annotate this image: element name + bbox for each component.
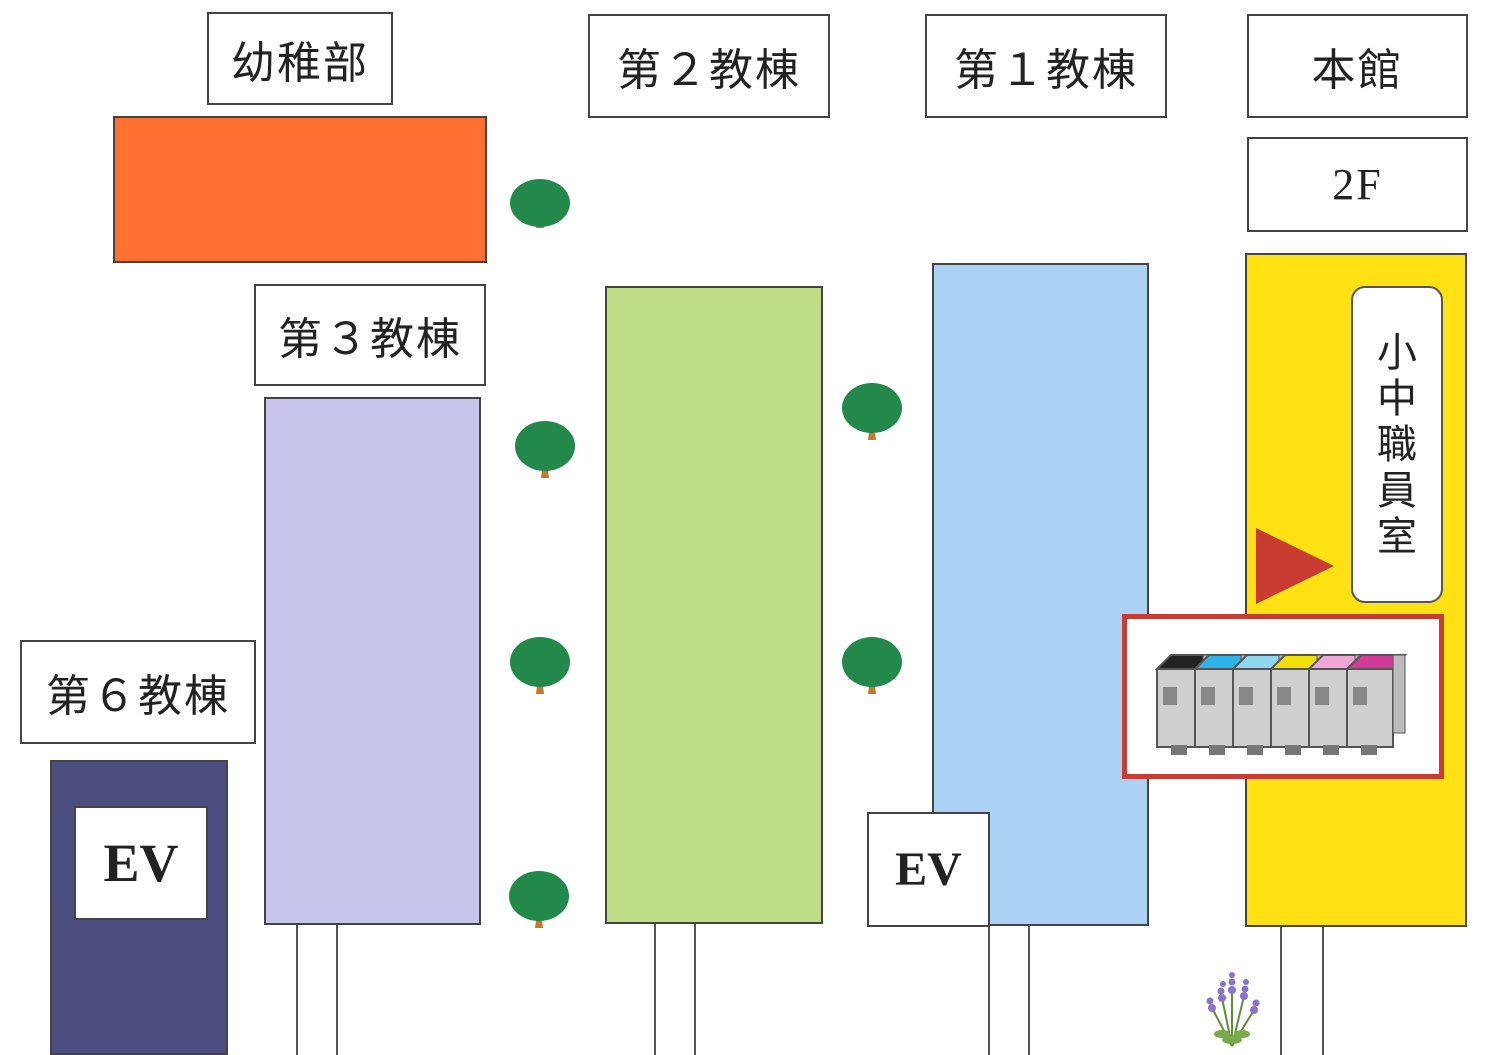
ink-cartridges-icon: [1154, 654, 1408, 755]
corridor-line: [988, 926, 990, 1055]
building3-block: [264, 397, 481, 925]
building1-label-text: 第１教棟: [954, 45, 1138, 96]
staff-room-label: 小 中 職 員 室: [1351, 286, 1443, 603]
building2-label-text: 第２教棟: [617, 45, 801, 96]
elevator-label: EV: [895, 843, 962, 896]
building3-label-text: 第３教棟: [278, 314, 462, 365]
building6-label-text: 第６教棟: [46, 671, 230, 722]
tree-icon: [510, 637, 570, 694]
main-building-label-text: 本館: [1311, 45, 1404, 96]
corridor-line: [296, 925, 298, 1055]
tree-icon: [842, 637, 902, 694]
staff-room-char: 中: [1377, 375, 1417, 422]
elevator-building6: EV: [74, 806, 208, 920]
main-building-label: 本館: [1247, 14, 1468, 118]
tree-icon: [509, 871, 569, 928]
corridor-line: [336, 925, 338, 1055]
tree-icon: [842, 383, 902, 440]
tree-icon: [510, 179, 570, 228]
elevator-label: EV: [103, 833, 179, 893]
corridor-line: [1280, 927, 1282, 1055]
floor-label-text: 2F: [1332, 160, 1383, 209]
tree-icon: [515, 421, 575, 478]
corridor-line: [654, 924, 656, 1055]
lavender-icon: [1206, 972, 1260, 1047]
staff-room-char: 室: [1377, 513, 1417, 560]
corridor-line: [1322, 927, 1324, 1055]
staff-room-char: 職: [1377, 421, 1417, 468]
collection-box: [1122, 614, 1444, 779]
building6-label: 第６教棟: [20, 640, 256, 744]
kindergarten-building: [113, 116, 487, 263]
building3-label: 第３教棟: [254, 284, 486, 386]
location-arrow-icon: [1256, 528, 1334, 604]
staff-room-char: 小: [1377, 329, 1417, 376]
building2-label: 第２教棟: [588, 14, 830, 118]
floor-label: 2F: [1247, 137, 1468, 232]
staff-room-char: 員: [1377, 467, 1417, 514]
building1-label: 第１教棟: [925, 14, 1167, 118]
kindergarten-label: 幼稚部: [207, 12, 393, 105]
corridor-line: [694, 924, 696, 1055]
kindergarten-label-text: 幼稚部: [231, 37, 369, 89]
corridor-line: [1028, 926, 1030, 1055]
building2-block: [605, 286, 823, 924]
elevator-building1: EV: [867, 812, 990, 927]
